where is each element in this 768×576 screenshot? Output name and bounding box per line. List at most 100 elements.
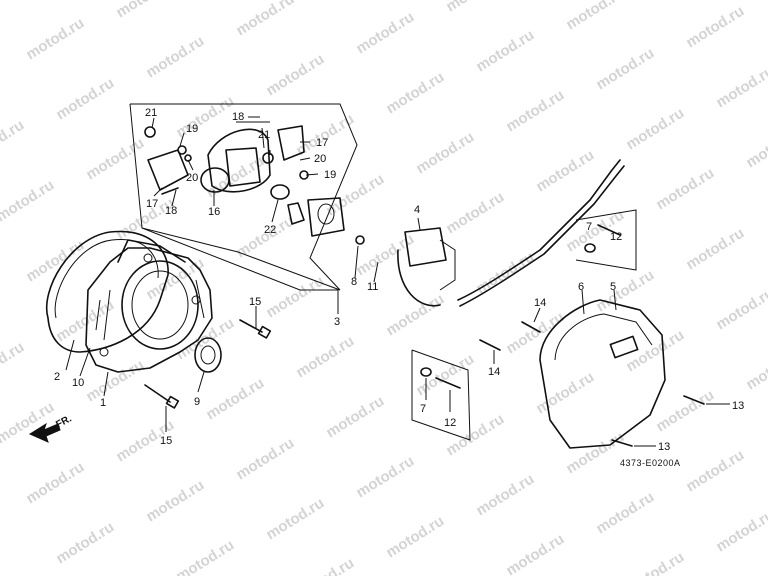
group-outline-7-12-lower: [411, 349, 471, 441]
watermark-text: motod.ru: [473, 27, 537, 76]
watermark-text: motod.ru: [263, 495, 327, 544]
part-15-bolt-upper: [239, 319, 272, 339]
watermark-text: motod.ru: [353, 9, 417, 58]
part-13-bolt-lower: [611, 439, 633, 447]
part-14-bolt-right: [521, 321, 541, 333]
callout-20-left: 20: [186, 172, 198, 184]
callout-11: 11: [367, 281, 378, 293]
part-4-pulser-coil: [355, 227, 456, 307]
callout-15-upper: 15: [249, 296, 261, 308]
callout-13-upper: 13: [732, 400, 744, 412]
callout-20-right: 20: [314, 153, 326, 165]
wiring-harness: [457, 159, 625, 307]
watermark-text: motod.ru: [143, 477, 207, 526]
part-12-bolt-lower: [435, 377, 461, 389]
watermark-text: motod.ru: [263, 51, 327, 100]
watermark-text: motod.ru: [23, 459, 87, 508]
watermark-text: motod.ru: [653, 165, 717, 214]
watermark-text: motod.ru: [263, 273, 327, 322]
watermark-text: motod.ru: [0, 399, 57, 448]
front-direction-label: FR.: [54, 413, 74, 430]
watermark-text: motod.ru: [713, 63, 768, 112]
watermark-text: motod.ru: [383, 69, 447, 118]
watermark-text: motod.ru: [113, 0, 177, 21]
watermark-text: motod.ru: [83, 135, 147, 184]
callout-14-right: 14: [534, 297, 546, 309]
callout-21-top: 21: [258, 129, 270, 141]
callout-7-right: 7: [586, 221, 592, 233]
watermark-text: motod.ru: [683, 3, 747, 52]
watermark-text: motod.ru: [293, 555, 357, 576]
watermark-text: motod.ru: [233, 0, 297, 39]
callout-9: 9: [194, 396, 200, 408]
part-15-bolt-lower: [144, 384, 180, 409]
watermark-text: motod.ru: [413, 129, 477, 178]
watermark-text: motod.ru: [383, 513, 447, 562]
part-14-bolt-left: [479, 339, 501, 351]
watermark-text: motod.ru: [173, 537, 237, 576]
callout-14-left: 14: [488, 366, 500, 378]
callout-21-left: 21: [145, 107, 157, 119]
watermark-text: motod.ru: [623, 105, 687, 154]
callout-17-left: 17: [146, 198, 158, 210]
watermark-text: motod.ru: [0, 339, 27, 388]
watermark-text: motod.ru: [593, 267, 657, 316]
watermark-text: motod.ru: [53, 297, 117, 346]
watermark-text: motod.ru: [683, 447, 747, 496]
watermark-text: motod.ru: [563, 429, 627, 478]
callout-16: 16: [208, 206, 220, 218]
watermark-text: motod.ru: [83, 357, 147, 406]
watermark-text: motod.ru: [743, 345, 768, 394]
callout-18-left: 18: [165, 205, 177, 217]
watermark-text: motod.ru: [563, 0, 627, 33]
watermark-text: motod.ru: [53, 519, 117, 568]
callout-labels: 21 19 20 17 18 16 18 21 17 20 19 22 4 8 …: [54, 107, 744, 453]
callout-7-lower: 7: [420, 403, 426, 415]
callout-18-top: 18: [232, 111, 244, 123]
callout-2: 2: [54, 371, 60, 383]
watermark-text: motod.ru: [623, 549, 687, 576]
part-1-housing: [85, 239, 213, 373]
callout-1: 1: [100, 397, 106, 409]
diagram-code: 4373-E0200A: [620, 458, 681, 468]
watermark-text: motod.ru: [443, 189, 507, 238]
part-7-washer-lower: [420, 367, 432, 377]
watermark-text: motod.ru: [0, 117, 27, 166]
watermark-text: motod.ru: [473, 471, 537, 520]
watermark-text: motod.ru: [143, 33, 207, 82]
watermark-text: motod.ru: [503, 531, 567, 576]
watermark-text: motod.ru: [203, 375, 267, 424]
watermark-text: motod.ru: [593, 489, 657, 538]
callout-4: 4: [414, 204, 420, 216]
watermark-text: motod.ru: [173, 93, 237, 142]
watermark-text: motod.ru: [503, 87, 567, 136]
watermark-text: motod.ru: [0, 0, 57, 3]
callout-8: 8: [351, 276, 357, 288]
watermark-text: motod.ru: [353, 453, 417, 502]
governor-weight-parts: [144, 121, 345, 237]
watermark-text: motod.ru: [713, 285, 768, 334]
watermark-text: motod.ru: [323, 393, 387, 442]
watermark-text: motod.ru: [0, 177, 57, 226]
part-5-cover: [539, 299, 666, 449]
callout-12-lower: 12: [444, 417, 456, 429]
watermark-text: motod.ru: [683, 225, 747, 274]
watermark-text: motod.ru: [653, 387, 717, 436]
callout-5: 5: [610, 281, 616, 293]
watermark-text: motod.ru: [293, 333, 357, 382]
callout-17-right: 17: [316, 137, 328, 149]
part-12-bolt-right: [597, 224, 621, 236]
callout-12-right: 12: [610, 231, 622, 243]
callout-3: 3: [334, 316, 340, 328]
group-outline-7-12-right: [575, 209, 637, 271]
watermark-text: motod.ru: [233, 435, 297, 484]
watermark-text: motod.ru: [593, 45, 657, 94]
watermark-text: motod.ru: [23, 15, 87, 64]
callout-6: 6: [578, 281, 584, 293]
watermark-text: motod.ru: [503, 309, 567, 358]
callout-10: 10: [72, 377, 84, 389]
part-9-oil-seal: [194, 337, 222, 373]
callout-19-right: 19: [324, 169, 336, 181]
